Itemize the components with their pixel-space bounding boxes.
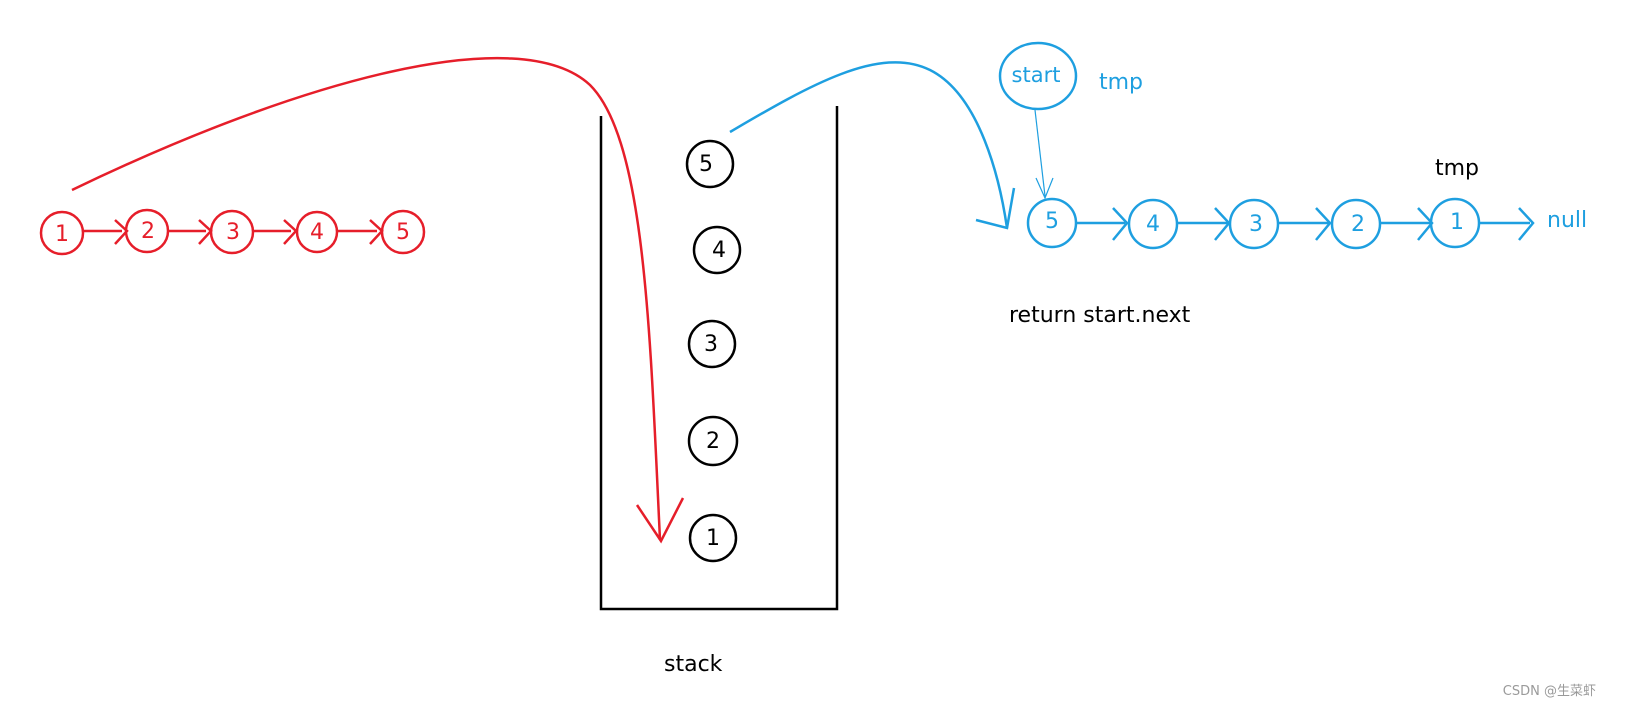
blue-node-5 [1026, 197, 1078, 249]
red-node-1-label: 1 [55, 222, 69, 247]
red-node-5-label: 5 [396, 220, 410, 245]
start-node [998, 41, 1078, 111]
blue-node-3-label: 3 [1249, 212, 1263, 237]
stack-item-2 [687, 415, 739, 467]
tmp-label-top: tmp [1099, 70, 1143, 95]
start-pointer-line [1034, 109, 1046, 197]
stack-item-5-label: 5 [699, 152, 713, 177]
null-label: null [1547, 208, 1587, 233]
start-label: start [1012, 63, 1061, 87]
blue-node-3 [1228, 198, 1280, 250]
stack-item-1-label: 1 [706, 526, 720, 551]
blue-node-1 [1429, 197, 1481, 249]
stack-item-1 [688, 513, 738, 563]
red-node-3 [209, 209, 255, 255]
return-statement: return start.next [1009, 303, 1191, 328]
blue-node-5-label: 5 [1045, 209, 1059, 234]
red-node-2 [124, 208, 170, 254]
red-node-3-label: 3 [226, 220, 240, 245]
red-node-4 [295, 210, 339, 254]
blue-arrowhead-1 [1112, 207, 1129, 241]
blue-arrowhead-null [1518, 207, 1535, 241]
stack-item-3 [687, 319, 737, 369]
stack-item-4 [692, 225, 742, 275]
push-arrow-head [635, 497, 685, 544]
stack-item-3-label: 3 [704, 332, 718, 357]
reversed-linked-list [1026, 197, 1535, 250]
start-pointer-head [1035, 177, 1054, 200]
original-linked-list [39, 208, 426, 256]
blue-node-1-label: 1 [1450, 210, 1464, 235]
blue-node-4 [1127, 198, 1179, 250]
tmp-label-right: tmp [1435, 156, 1479, 181]
stack-label: stack [664, 652, 723, 677]
pop-arrow-head [975, 187, 1016, 230]
red-node-2-label: 2 [141, 219, 155, 244]
watermark: CSDN @生菜虾 [1502, 684, 1596, 699]
stack-item-2-label: 2 [706, 429, 720, 454]
red-node-4-label: 4 [310, 220, 324, 245]
blue-arrowhead-3 [1315, 207, 1332, 241]
blue-node-4-label: 4 [1146, 212, 1160, 237]
red-node-5 [380, 209, 426, 255]
stack-container [599, 106, 839, 611]
stack-item-5 [685, 139, 735, 189]
blue-node-2-label: 2 [1351, 212, 1365, 237]
stack-item-4-label: 4 [712, 238, 726, 263]
push-arrow-curve [71, 56, 662, 541]
red-node-1 [39, 210, 85, 256]
blue-node-2 [1330, 198, 1382, 250]
pop-arrow-curve [729, 61, 1009, 229]
